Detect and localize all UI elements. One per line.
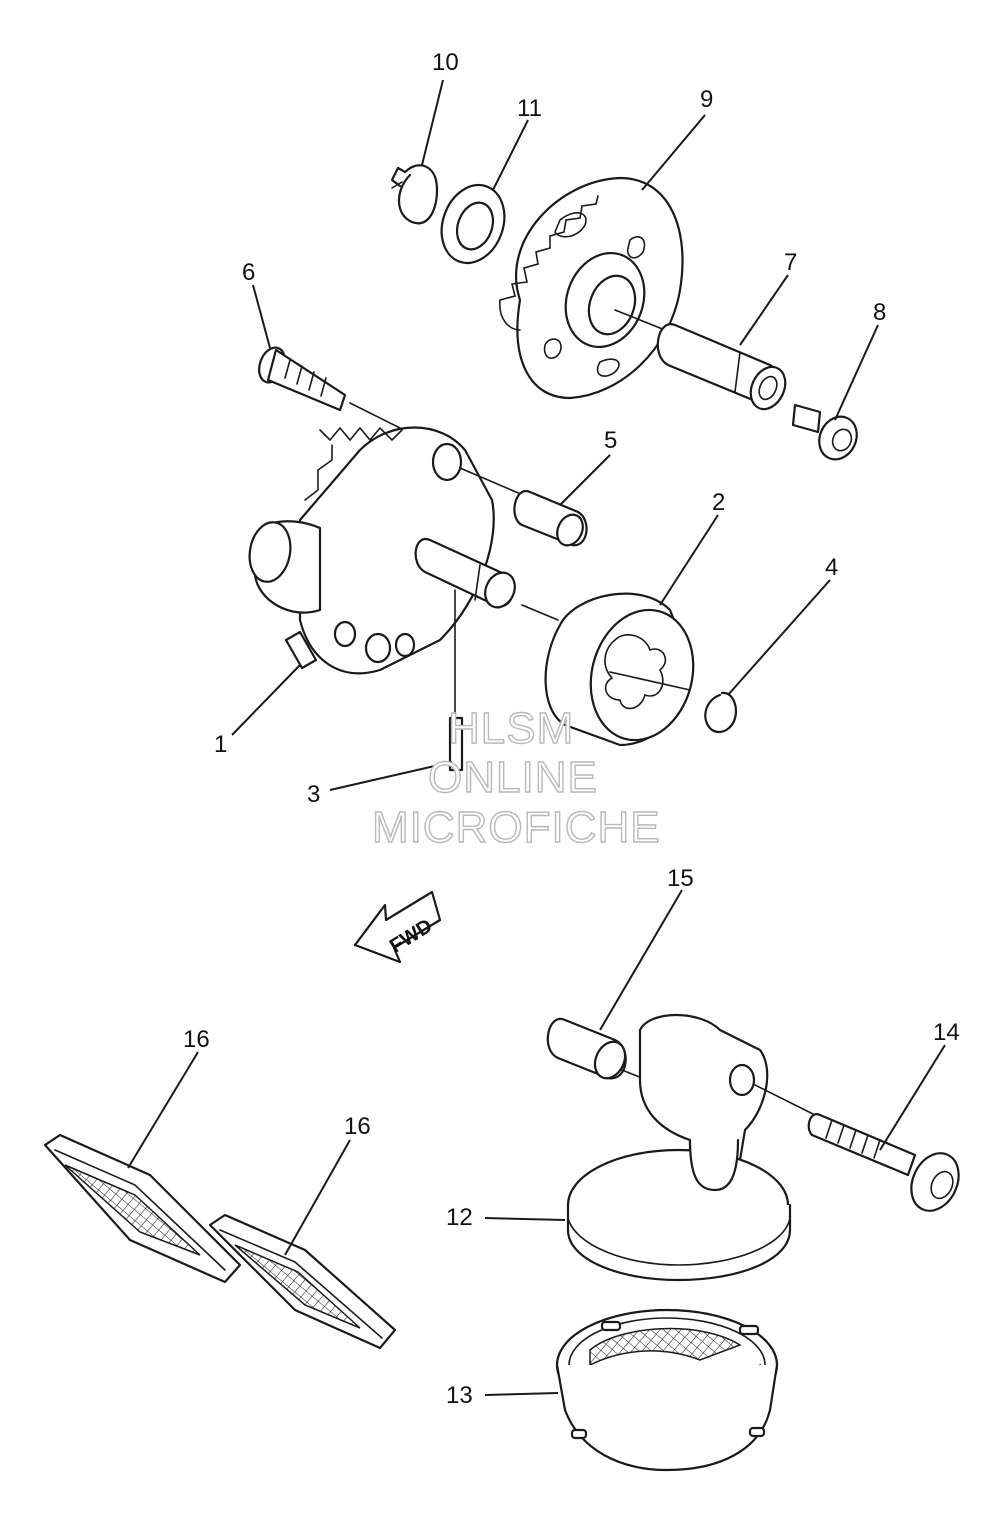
callout-16b: 16 xyxy=(344,1113,371,1140)
part-10-circlip xyxy=(390,164,438,225)
watermark: HLSM ONLINE MICROFICHE xyxy=(371,703,661,852)
callout-7: 7 xyxy=(784,249,797,276)
part-1-oil-pump-body xyxy=(248,426,495,675)
part-6-bolt xyxy=(258,346,421,439)
part-7-shaft xyxy=(614,309,787,411)
part-12-strainer-housing xyxy=(566,1014,816,1282)
fwd-direction-arrow: FWD xyxy=(353,890,442,964)
callout-2: 2 xyxy=(712,489,725,516)
part-3-pin-and-shaft xyxy=(414,537,559,772)
callout-16a: 16 xyxy=(183,1026,210,1053)
watermark-line-3: MICROFICHE xyxy=(372,803,661,852)
callout-4: 4 xyxy=(825,554,838,581)
callout-15: 15 xyxy=(667,865,694,892)
watermark-line-1: HLSM xyxy=(448,704,574,753)
part-2-rotor xyxy=(544,592,695,747)
callout-3: 3 xyxy=(307,781,320,808)
watermark-line-2: ONLINE xyxy=(428,753,598,802)
callout-numbers: 10 11 9 6 7 8 5 2 4 1 3 15 14 12 13 16 1… xyxy=(183,49,960,1409)
callout-11: 11 xyxy=(517,95,542,122)
callout-10: 10 xyxy=(432,49,459,76)
callout-6: 6 xyxy=(242,259,255,286)
part-8-screw xyxy=(791,403,858,461)
part-9-driven-gear xyxy=(499,176,684,400)
callout-13: 13 xyxy=(446,1382,473,1409)
part-15-collar xyxy=(546,1017,643,1080)
callout-8: 8 xyxy=(873,299,886,326)
leader-lines xyxy=(127,79,946,1396)
part-16-filter-element-lower xyxy=(208,1213,397,1350)
callout-1: 1 xyxy=(214,731,227,758)
part-4-circlip xyxy=(704,691,738,734)
part-5-dowel-pin xyxy=(459,467,588,547)
callout-9: 9 xyxy=(700,86,713,113)
callout-5: 5 xyxy=(604,427,617,454)
callout-14: 14 xyxy=(933,1019,960,1046)
part-11-washer xyxy=(440,183,506,265)
part-16-filter-element-upper xyxy=(43,1133,242,1284)
callout-12: 12 xyxy=(446,1204,473,1231)
part-13-strainer-screen xyxy=(555,1308,779,1472)
part-14-bolt xyxy=(807,1113,960,1212)
